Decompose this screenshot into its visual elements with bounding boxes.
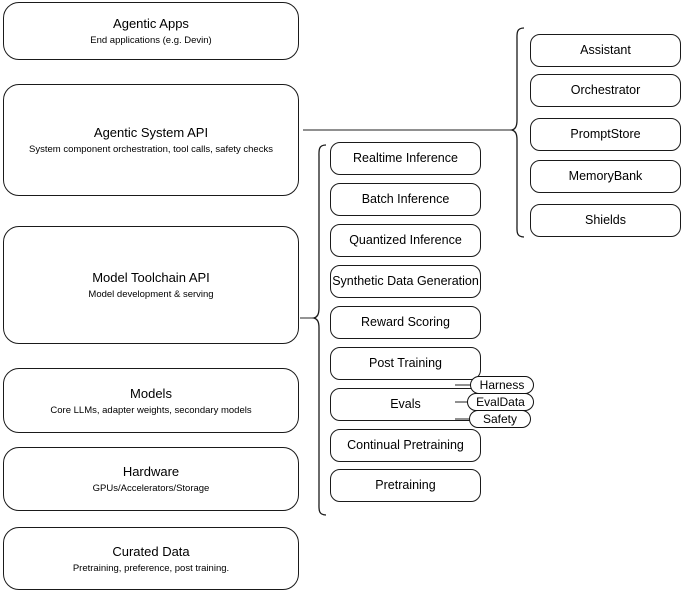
layer-title: Curated Data (112, 543, 190, 559)
layer-subtitle: End applications (e.g. Devin) (90, 35, 212, 46)
evals-pill-evaldata[interactable]: EvalData (467, 393, 534, 411)
toolchain-item-label: Post Training (369, 356, 442, 370)
agentic-component-memorybank[interactable]: MemoryBank (530, 160, 681, 193)
toolchain-item-synthetic-data-generation[interactable]: Synthetic Data Generation (330, 265, 481, 298)
layer-models[interactable]: Models Core LLMs, adapter weights, secon… (3, 368, 299, 433)
toolchain-item-label: Realtime Inference (353, 151, 458, 165)
evals-pill-safety[interactable]: Safety (469, 410, 531, 428)
toolchain-item-label: Batch Inference (361, 192, 450, 206)
toolchain-item-realtime-inference[interactable]: Realtime Inference (330, 142, 481, 175)
toolchain-item-reward-scoring[interactable]: Reward Scoring (330, 306, 481, 339)
layer-agentic-apps[interactable]: Agentic Apps End applications (e.g. Devi… (3, 2, 299, 60)
layer-title: Hardware (122, 464, 180, 479)
layer-subtitle: GPUs/Accelerators/Storage (92, 483, 210, 494)
toolchain-item-label: Reward Scoring (361, 315, 450, 329)
agentic-component-assistant[interactable]: Assistant (530, 34, 681, 67)
layer-subtitle: System component orchestration, tool cal… (29, 144, 273, 155)
toolchain-item-pretraining[interactable]: Pretraining (330, 469, 481, 502)
layer-curated-data[interactable]: Curated Data Pretraining, preference, po… (3, 527, 299, 590)
toolchain-item-batch-inference[interactable]: Batch Inference (330, 183, 481, 216)
toolchain-item-continual-pretraining[interactable]: Continual Pretraining (330, 429, 481, 462)
agentic-component-label: MemoryBank (568, 169, 643, 183)
layer-title: Models (130, 385, 172, 401)
middle-brace (311, 144, 327, 516)
right-brace (509, 27, 525, 238)
toolchain-item-post-training[interactable]: Post Training (330, 347, 481, 380)
layer-subtitle: Core LLMs, adapter weights, secondary mo… (50, 404, 252, 416)
agentic-component-label: Orchestrator (570, 83, 641, 97)
evals-pill-label: EvalData (476, 395, 525, 409)
layer-title: Model Toolchain API (92, 270, 210, 285)
agentic-component-label: PromptStore (570, 127, 641, 141)
agentic-component-promptstore[interactable]: PromptStore (530, 118, 681, 151)
agentic-component-label: Assistant (580, 43, 631, 57)
layer-title: Agentic Apps (113, 16, 189, 31)
evals-pill-label: Harness (479, 378, 525, 392)
evals-pill-harness[interactable]: Harness (470, 376, 534, 394)
toolchain-item-quantized-inference[interactable]: Quantized Inference (330, 224, 481, 257)
toolchain-item-label: Synthetic Data Generation (332, 274, 479, 288)
evals-pill-label: Safety (482, 412, 518, 426)
layer-subtitle: Pretraining, preference, post training. (72, 562, 230, 574)
layer-hardware[interactable]: Hardware GPUs/Accelerators/Storage (3, 447, 299, 511)
agentic-component-label: Shields (585, 213, 626, 227)
agentic-component-shields[interactable]: Shields (530, 204, 681, 237)
toolchain-item-evals[interactable]: Evals (330, 388, 481, 421)
layer-title: Agentic System API (93, 125, 209, 140)
layer-agentic-system-api[interactable]: Agentic System API System component orch… (3, 84, 299, 196)
toolchain-item-label: Pretraining (375, 478, 436, 492)
toolchain-item-label: Continual Pretraining (347, 438, 464, 452)
agentic-component-orchestrator[interactable]: Orchestrator (530, 74, 681, 107)
toolchain-item-label: Quantized Inference (349, 233, 462, 247)
layer-subtitle: Model development & serving (88, 289, 214, 300)
toolchain-item-label: Evals (390, 397, 421, 411)
layer-model-toolchain-api[interactable]: Model Toolchain API Model development & … (3, 226, 299, 344)
